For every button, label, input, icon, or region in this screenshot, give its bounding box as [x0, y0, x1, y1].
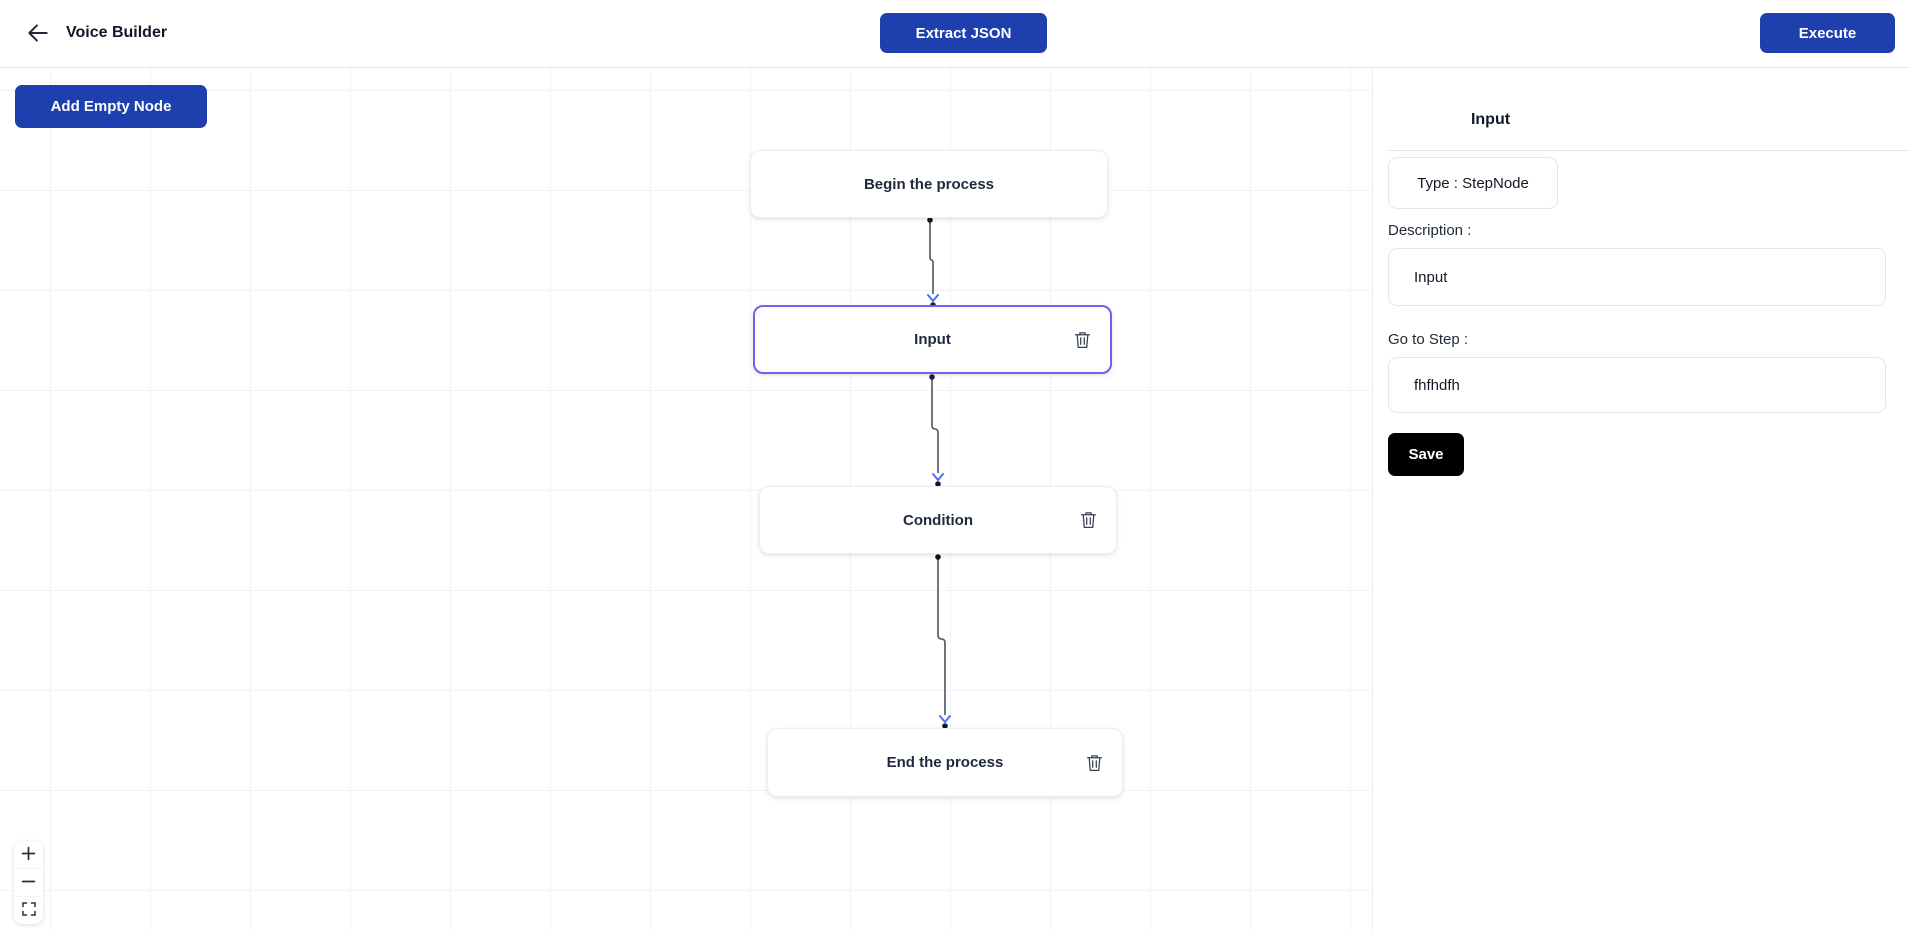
edge-input-condition: [931, 378, 939, 473]
handle-end-top[interactable]: [942, 723, 948, 729]
divider: [1388, 150, 1910, 151]
goto-step-input[interactable]: [1388, 357, 1886, 413]
trash-icon[interactable]: [1085, 754, 1103, 772]
flow-canvas[interactable]: Add Empty Node Begin the process Input C…: [0, 68, 1372, 931]
edges-layer: [927, 217, 951, 729]
panel-title: Input: [1470, 111, 1511, 128]
save-button[interactable]: Save: [1388, 433, 1464, 476]
edge-arrow-icon: [932, 473, 944, 481]
zoom-in-button[interactable]: [14, 841, 43, 868]
zoom-out-button[interactable]: [14, 869, 43, 896]
trash-icon[interactable]: [1079, 511, 1097, 529]
top-bar: Voice Builder Extract JSON Execute: [0, 0, 1910, 68]
add-empty-node-button[interactable]: Add Empty Node: [15, 85, 207, 128]
trash-icon[interactable]: [1073, 331, 1091, 349]
node-begin-the-process[interactable]: Begin the process: [750, 150, 1108, 218]
page-title: Voice Builder: [66, 24, 168, 41]
node-properties-panel: Input Type : StepNode Description : Go t…: [1372, 68, 1910, 931]
goto-step-label: Go to Step :: [1388, 331, 1469, 348]
canvas-controls: [14, 841, 43, 924]
edge-arrow-icon: [939, 715, 951, 723]
handle-condition-top[interactable]: [935, 481, 941, 487]
node-label: Input: [914, 331, 951, 348]
handle-begin-bottom[interactable]: [927, 217, 933, 223]
arrow-left-icon: [25, 24, 51, 49]
node-input[interactable]: Input: [753, 305, 1112, 374]
node-label: End the process: [886, 754, 1004, 771]
execute-button[interactable]: Execute: [1760, 13, 1895, 53]
back-button[interactable]: [24, 20, 52, 48]
handle-condition-bottom[interactable]: [935, 554, 941, 560]
edge-begin-input: [929, 221, 934, 294]
extract-json-button[interactable]: Extract JSON: [880, 13, 1047, 53]
description-label: Description :: [1388, 222, 1472, 239]
plus-icon: [21, 846, 36, 864]
minus-icon: [21, 874, 36, 892]
fit-view-button[interactable]: [14, 897, 43, 924]
node-label: Condition: [903, 511, 973, 529]
node-type-badge: Type : StepNode: [1388, 157, 1558, 209]
description-input[interactable]: [1388, 248, 1886, 306]
edge-condition-end: [937, 558, 946, 715]
handle-input-bottom[interactable]: [929, 374, 935, 380]
node-condition[interactable]: Condition: [759, 486, 1117, 554]
fit-view-icon: [21, 902, 36, 919]
node-end-the-process[interactable]: End the process: [767, 728, 1123, 797]
edge-arrow-icon: [927, 294, 939, 302]
node-label: Begin the process: [863, 175, 995, 193]
